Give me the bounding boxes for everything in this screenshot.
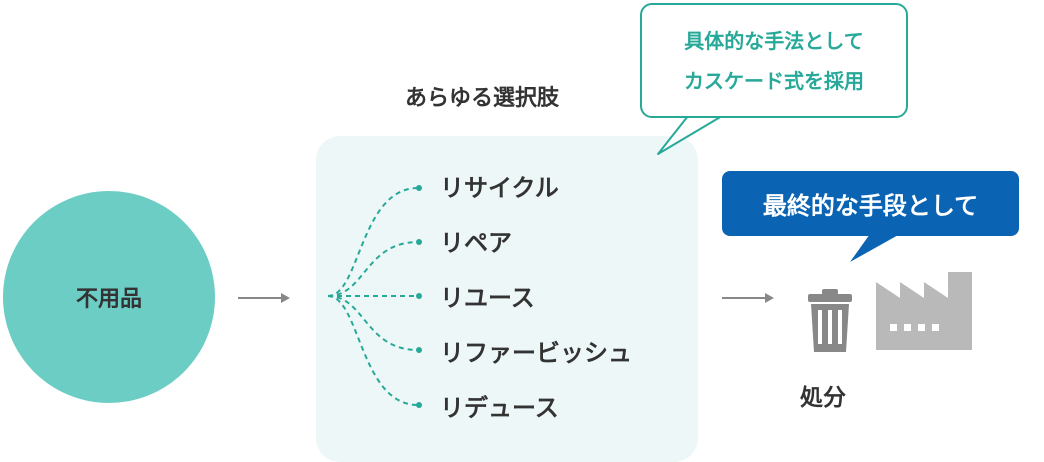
unwanted-items-circle: 不用品 [3, 191, 215, 403]
option-repair: リペア [440, 229, 512, 257]
unwanted-items-label: 不用品 [75, 287, 142, 312]
option-refurbish: リファービッシュ [440, 339, 632, 367]
final-means-callout: 最終的な手段として [722, 171, 1019, 236]
trash-can-icon [808, 289, 852, 352]
arrow-right-icon [722, 293, 774, 303]
factory-icon [876, 272, 972, 350]
method-callout: 具体的な手法として カスケード式を採用 [640, 3, 908, 118]
final-means-label: 最終的な手段として [762, 192, 979, 220]
disposal-label: 処分 [800, 385, 846, 411]
teal-bubble-tail [657, 115, 723, 155]
options-heading: あらゆる選択肢 [405, 86, 560, 111]
option-recycle: リサイクル [440, 174, 559, 202]
blue-bubble-tail [850, 234, 900, 262]
arrow-right-icon [238, 293, 290, 303]
options-panel [316, 136, 698, 462]
method-callout-line2: カスケード式を採用 [684, 68, 864, 93]
branch-dots [416, 185, 422, 408]
branch-connectors [327, 187, 419, 406]
option-reduce: リデュース [440, 394, 559, 422]
option-reuse: リユース [440, 284, 535, 312]
method-callout-line1: 具体的な手法として [684, 28, 864, 53]
